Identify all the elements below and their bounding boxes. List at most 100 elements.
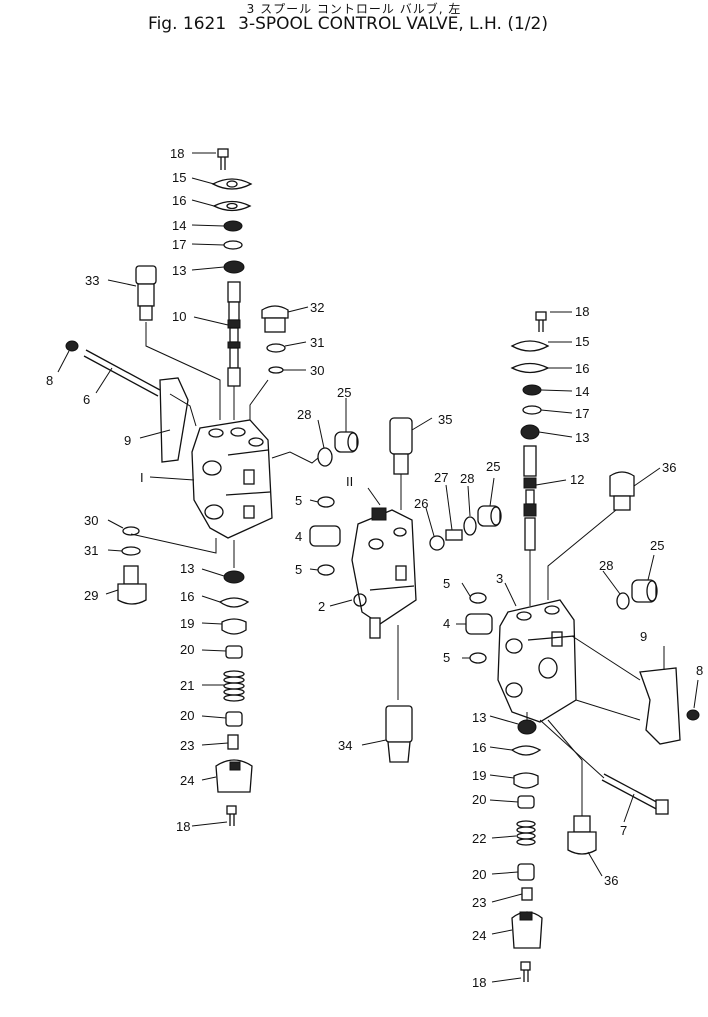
seat-14-right [522,384,542,396]
callout-7: 7 [620,823,627,838]
callout-18-right-top: 18 [575,304,589,319]
tie-rod-7 [601,773,669,815]
callout-19-left: 19 [180,616,194,631]
ring-17 [223,240,243,250]
bracket-9-left [159,377,189,463]
cover-15 [211,178,253,190]
middle-valve-assembly [309,417,502,763]
callout-5-right-top: 5 [443,576,450,591]
retainer-19 [221,618,247,635]
ring-17-right [522,405,542,415]
callout-16-left: 16 [172,193,186,208]
callout-I: I [140,470,144,485]
callout-20-right-a: 20 [472,792,486,807]
cap-24 [215,759,253,793]
callout-31-top: 31 [310,335,324,350]
valve-block-3 [497,599,577,723]
title-text: 3-SPOOL CONTROL VALVE, L.H. (1/2) [238,14,548,34]
callout-18-left-top: 18 [170,146,184,161]
seat-20-right-b [517,863,535,881]
callout-12: 12 [570,472,584,487]
callout-19-right: 19 [472,768,486,783]
callout-32: 32 [310,300,324,315]
bolt-23-right [521,887,533,901]
callout-30-low: 30 [84,513,98,528]
callout-8-right: 8 [696,663,703,678]
retainer-19-right [513,772,539,789]
plug-25-right [631,579,658,603]
callout-II: II [346,474,353,489]
gasket-16-right [510,362,550,374]
valve-block-I [191,419,273,539]
callout-16-right: 16 [575,361,589,376]
check-valve-29 [117,565,147,605]
callout-28-left: 28 [297,407,311,422]
nut-8-right [686,709,700,721]
plug-32 [261,305,289,333]
spool-10 [227,281,241,387]
seal-13-low [223,570,245,584]
callout-16-left-low: 16 [180,589,194,604]
callout-5-middle-low: 5 [295,562,302,577]
o-ring-31-top [266,343,286,353]
bracket-9-right [639,667,681,745]
callout-17-left: 17 [172,237,186,252]
spring-21 [223,670,245,702]
bolt-23 [227,734,239,750]
callout-24-left: 24 [180,773,194,788]
callout-3: 3 [496,571,503,586]
callout-5-middle-top: 5 [295,493,302,508]
seat-20-b [225,711,243,727]
leader-lines [57,152,699,983]
callout-31-low: 31 [84,543,98,558]
o-ring-5-right-low [469,652,487,664]
callout-30-top: 30 [310,363,324,378]
callout-24-right: 24 [472,928,486,943]
plug-25-middle [477,505,502,527]
callout-2: 2 [318,599,325,614]
plug-36-low [567,815,597,855]
nut-8-left [65,340,79,352]
callout-20-left-a: 20 [180,642,194,657]
o-ring-30-low [122,526,140,536]
left-valve-assembly [65,148,359,826]
callout-25-middle: 25 [486,459,500,474]
o-ring-5-top [317,496,335,508]
callout-18-right-low: 18 [472,975,486,990]
callout-18-left-low: 18 [176,819,190,834]
cover-15-right [510,340,550,352]
callout-36-top: 36 [662,460,676,475]
callout-14-left: 14 [172,218,186,233]
callout-6: 6 [83,392,90,407]
right-valve-assembly [465,311,700,982]
callout-9-left: 9 [124,433,131,448]
callout-23-left: 23 [180,738,194,753]
callout-20-right-b: 20 [472,867,486,882]
spring-27 [445,529,463,541]
valve-block-II [351,507,417,639]
o-ring-28-right [616,592,630,610]
valve-34 [385,705,413,763]
o-ring-31-low [121,546,141,556]
callout-20-left-b: 20 [180,708,194,723]
gasket-16 [212,200,252,212]
spring-22 [516,820,536,846]
callout-36-low: 36 [604,873,618,888]
callout-21: 21 [180,678,194,693]
o-ring-28-middle [463,516,477,536]
callout-25-right: 25 [650,538,664,553]
valve-35 [389,417,413,475]
callout-33: 33 [85,273,99,288]
seat-20-a [225,645,243,659]
callout-35: 35 [438,412,452,427]
bolt-18-low [226,805,237,826]
callout-28-right: 28 [599,558,613,573]
seat-14 [223,220,243,232]
callout-10: 10 [172,309,186,324]
o-ring-30-top [268,366,284,374]
o-ring-28-left [317,447,333,467]
o-ring-5-right-top [469,592,487,604]
